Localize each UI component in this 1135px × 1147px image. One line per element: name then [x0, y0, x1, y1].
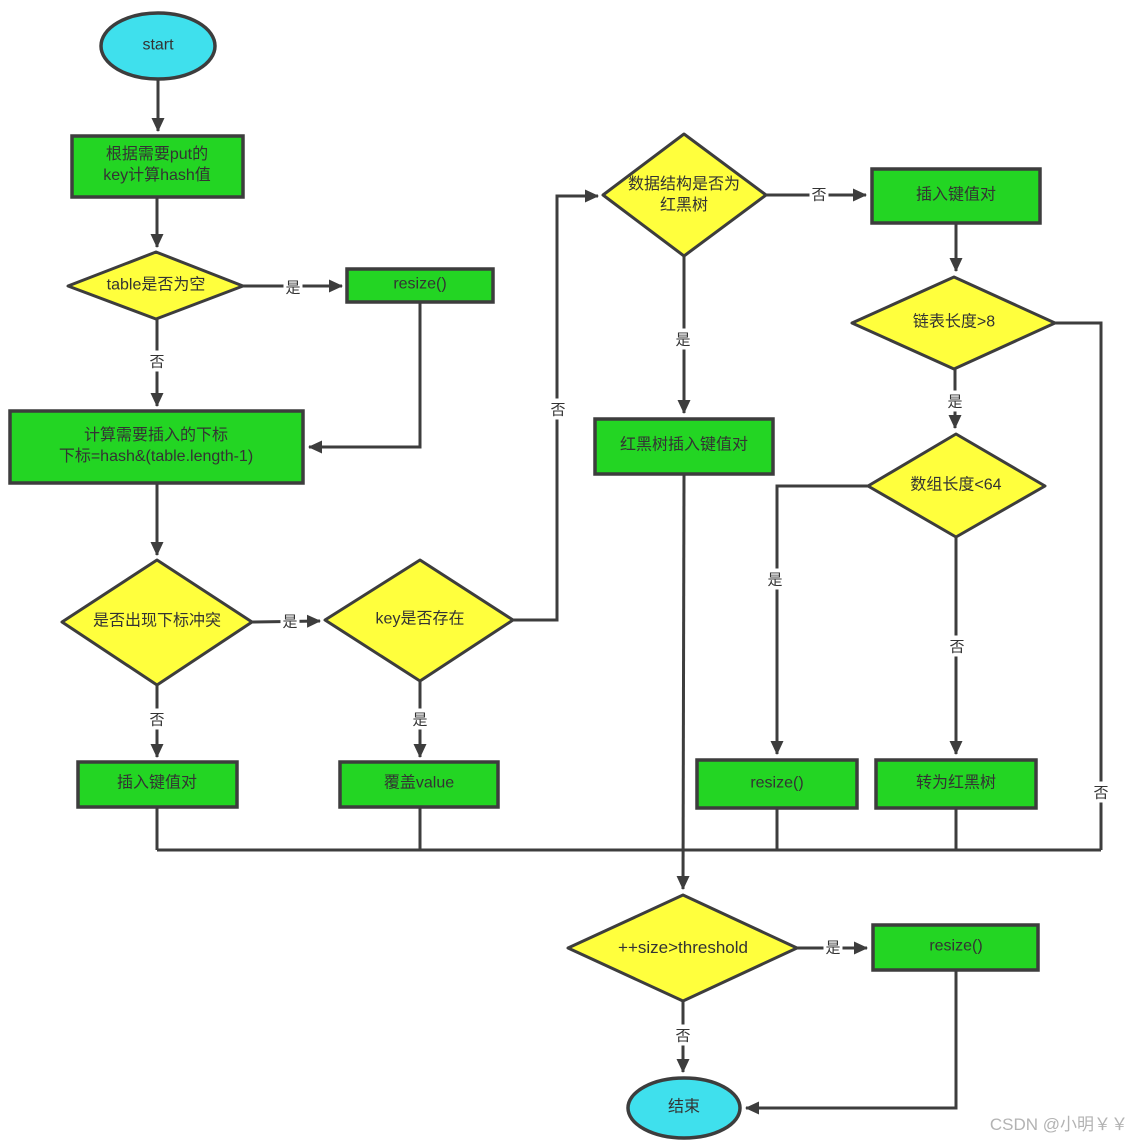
resize-bottom-box: [871, 923, 1040, 972]
label-rbt-check-yes: 是: [673, 328, 693, 350]
label-array-len-no: 否: [947, 635, 967, 657]
label-key-exists-yes: 是: [410, 708, 430, 730]
edge-resize-top-to-calc-index: [308, 302, 422, 454]
calc-index-box: [8, 409, 305, 485]
table-empty-label: table是否为空: [106, 276, 206, 294]
array-len-label: 数组长度<64: [910, 476, 1002, 494]
rbt-check-diamond: [601, 132, 768, 258]
label-size-check-no: 否: [673, 1024, 693, 1046]
index-conflict-label: 是否出现下标冲突: [92, 612, 222, 630]
edge-rbt-insert-to-size-check: [676, 473, 690, 890]
shapes-group: [8, 11, 1057, 1140]
key-exists-diamond: [323, 558, 515, 683]
list-len-label: 链表长度>8: [912, 313, 996, 331]
insert-kv-left-box: [76, 760, 239, 809]
label-key-exists-no: 否: [548, 398, 568, 420]
calc-index-label: 计算需要插入的下标下标=hash&(table.length-1): [58, 427, 254, 465]
edge-list-len-no-to-collector: [1055, 321, 1103, 850]
list-len-diamond: [850, 275, 1057, 371]
insert-kv-right-label: 插入键值对: [915, 186, 997, 204]
edge-resize-bottom-to-end: [745, 970, 958, 1115]
label-list-len-yes: 是: [945, 390, 965, 412]
label-rbt-check-no: 否: [809, 183, 829, 205]
csdn-watermark: CSDN @小明￥￥: [989, 1115, 1128, 1134]
size-check-label: ++size>threshold: [618, 937, 748, 957]
rbt-check-label: 数据结构是否为红黑树: [627, 176, 741, 214]
start-label: start: [142, 36, 174, 54]
rbt-insert-box: [593, 417, 775, 476]
rbt-insert-label: 红黑树插入键值对: [619, 436, 749, 454]
label-size-check-yes: 是: [823, 936, 843, 958]
overwrite-value-label: 覆盖value: [383, 774, 455, 792]
to-rbt-box: [874, 758, 1038, 810]
edge-array-len-yes-to-resize-mid: [770, 484, 868, 755]
start-ellipse: [99, 11, 217, 81]
size-check-diamond: [566, 893, 799, 1003]
end-label: 结束: [667, 1098, 701, 1116]
compute-hash-box: [70, 134, 245, 199]
resize-mid-box: [695, 758, 859, 810]
label-table-empty-yes: 是: [283, 276, 303, 298]
end-ellipse: [626, 1076, 742, 1140]
label-table-empty-no: 否: [147, 350, 167, 372]
to-rbt-label: 转为红黑树: [915, 774, 997, 792]
insert-kv-right-box: [870, 167, 1042, 225]
resize-top-box: [345, 267, 495, 304]
label-index-conflict-no: 否: [147, 708, 167, 730]
key-exists-label: key是否存在: [375, 610, 465, 628]
table-empty-diamond: [66, 250, 245, 321]
resize-bottom-label: resize(): [929, 937, 983, 955]
insert-kv-left-label: 插入键值对: [116, 774, 198, 792]
resize-top-label: resize(): [393, 275, 447, 293]
label-index-conflict-yes: 是: [280, 610, 300, 632]
index-conflict-diamond: [60, 558, 254, 687]
label-array-len-yes: 是: [765, 568, 785, 590]
label-list-len-no: 否: [1091, 781, 1111, 803]
overwrite-value-box: [338, 760, 500, 809]
resize-mid-label: resize(): [750, 774, 804, 792]
array-len-diamond: [866, 432, 1047, 539]
